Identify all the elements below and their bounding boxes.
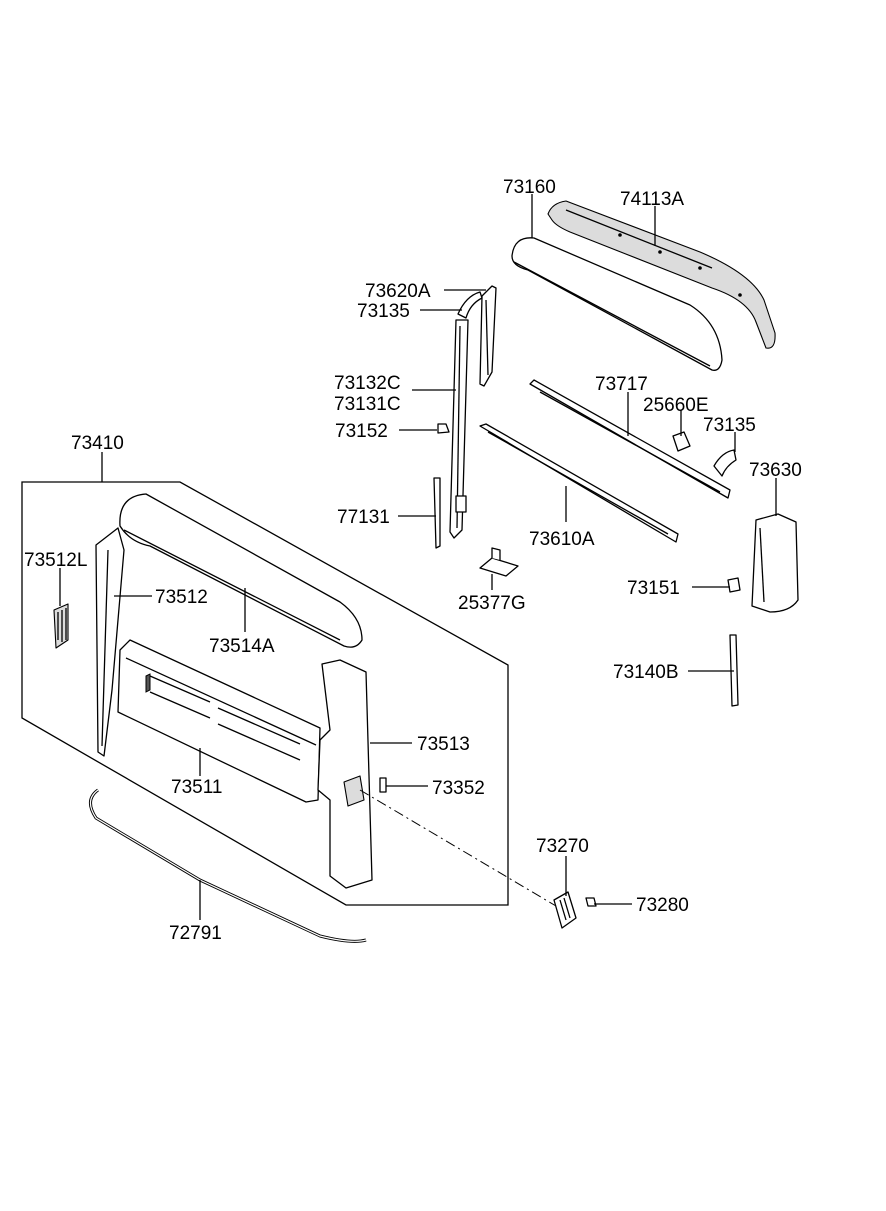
label-73132C: 73132C: [334, 373, 401, 394]
dashed-alignment-line: [359, 789, 557, 907]
label-25660E: 25660E: [643, 395, 709, 416]
label-73511: 73511: [171, 777, 222, 798]
label-73620A: 73620A: [365, 281, 431, 302]
part-73717-rail: [529, 379, 731, 499]
part-73135-right: [713, 449, 737, 477]
label-73717: 73717: [595, 374, 648, 395]
label-73512L: 73512L: [24, 550, 87, 571]
part-73512-side-trim: [95, 527, 125, 757]
label-73410: 73410: [71, 433, 124, 454]
label-73352: 73352: [432, 778, 485, 799]
part-73270-handle: [553, 891, 577, 929]
label-73630: 73630: [749, 460, 802, 481]
label-73140B: 73140B: [613, 662, 679, 683]
part-73514A-upper-trim: [119, 493, 363, 648]
part-73132C-pillar: [449, 319, 469, 539]
part-73630-pillar-trim: [751, 513, 799, 613]
label-73135-top: 73135: [357, 301, 410, 322]
label-25377G: 25377G: [458, 593, 526, 614]
part-73513-right-trim: [317, 659, 373, 889]
label-73135-right: 73135: [703, 415, 756, 436]
part-73135-top: [457, 291, 483, 319]
part-73152: [437, 423, 450, 434]
label-77131: 77131: [337, 507, 390, 528]
part-73620A: [479, 285, 497, 387]
label-74113A: 74113A: [620, 189, 684, 210]
label-73610A: 73610A: [529, 529, 595, 550]
part-73151: [727, 577, 741, 593]
label-73513: 73513: [417, 734, 470, 755]
label-73152: 73152: [335, 421, 388, 442]
part-74113A-roof-rail: [547, 200, 776, 349]
label-73280: 73280: [636, 895, 689, 916]
label-73514A: 73514A: [209, 636, 275, 657]
label-73131C: 73131C: [334, 394, 401, 415]
part-25660E-clip: [672, 431, 691, 452]
label-73151: 73151: [627, 578, 680, 599]
label-72791: 72791: [169, 923, 222, 944]
assembly-box-73410: [21, 481, 509, 906]
part-73512L-grille: [53, 603, 69, 649]
part-25377G-bracket: [479, 547, 519, 577]
part-73511-lower-panel: [117, 639, 321, 803]
part-73160-header-trim: [511, 237, 723, 371]
label-73512: 73512: [155, 587, 208, 608]
label-73160: 73160: [503, 177, 556, 198]
label-73270: 73270: [536, 836, 589, 857]
part-73352-clip: [379, 777, 387, 793]
part-77131: [433, 477, 441, 549]
leader-lines: [59, 194, 777, 920]
part-72791-weatherstrip: [89, 788, 367, 943]
part-73280-screw: [585, 897, 597, 907]
part-73610A-rail: [479, 423, 679, 543]
